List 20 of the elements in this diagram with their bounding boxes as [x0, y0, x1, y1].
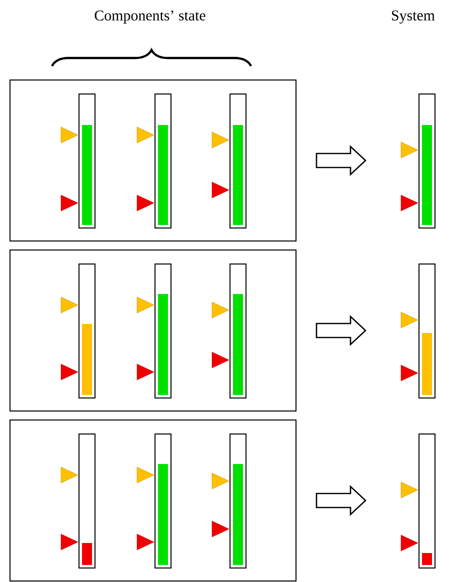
- panel-box: [10, 80, 296, 242]
- heading: System: [392, 10, 435, 24]
- panel-box: [10, 420, 296, 582]
- gauge: [136, 94, 172, 228]
- gauge: [136, 264, 172, 398]
- panel-box: [10, 250, 296, 412]
- gauge: [400, 94, 436, 228]
- gauge: [212, 264, 246, 398]
- block-arrow: [316, 145, 366, 176]
- gauge: [212, 94, 246, 228]
- gauge: [400, 434, 436, 568]
- gauge: [60, 94, 96, 228]
- heading: Components’ state: [94, 10, 206, 24]
- gauge: [212, 434, 246, 568]
- gauge: [60, 264, 96, 398]
- block-arrow: [316, 485, 366, 516]
- gauge: [136, 434, 172, 568]
- block-arrow: [316, 315, 366, 346]
- gauge: [60, 434, 96, 568]
- gauge: [400, 264, 436, 398]
